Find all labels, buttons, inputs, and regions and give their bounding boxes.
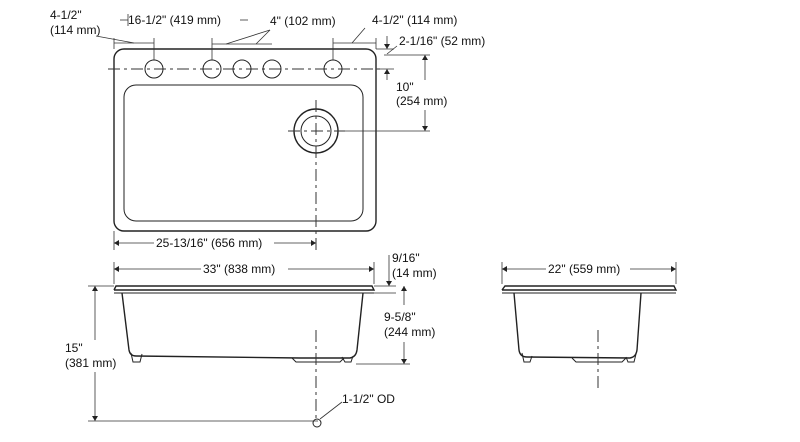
front-bowl — [121, 292, 364, 359]
side-width-label: 22" (559 mm) — [548, 262, 620, 276]
side-rim — [501, 285, 678, 291]
drain-offset-label-2: (254 mm) — [396, 94, 447, 108]
height-label-1: 15" — [65, 341, 83, 355]
front-rim — [113, 285, 376, 291]
bowl-depth-label-1: 9-5/8" — [384, 310, 416, 324]
sink-outline — [113, 48, 377, 232]
height-label-2: (381 mm) — [65, 356, 116, 370]
front-width-label: 33" (838 mm) — [203, 262, 275, 276]
hole-spacing-label: 4" (102 mm) — [270, 14, 336, 28]
side-bowl — [513, 292, 642, 359]
left-offset-label-2: (114 mm) — [50, 23, 100, 37]
faucet-hole-3 — [232, 59, 252, 79]
plan-view: 4-1/2" (114 mm) 16-1/2" (419 mm) 4" (102… — [50, 8, 485, 250]
bowl-outline — [123, 84, 364, 222]
bowl-depth-label-2: (244 mm) — [384, 325, 435, 339]
rim-label-2: (14 mm) — [392, 266, 437, 280]
drain-center-label: 25-13/16" (656 mm) — [156, 236, 262, 250]
drain-offset-label-1: 10" — [396, 80, 414, 94]
hole-span-label: 16-1/2" (419 mm) — [128, 13, 221, 27]
drain-od-marker — [312, 418, 322, 428]
side-view: 22" (559 mm) — [501, 262, 678, 392]
front-view: 33" (838 mm) 9/16" (14 mm) 9-5/8" (244 m… — [65, 251, 437, 428]
faucet-hole-4 — [262, 59, 282, 79]
left-offset-label-1: 4-1/2" — [50, 8, 82, 22]
drain-od-label: 1-1/2" OD — [342, 392, 395, 406]
hole-inset-label: 2-1/16" (52 mm) — [399, 34, 485, 48]
right-offset-label: 4-1/2" (114 mm) — [372, 13, 457, 27]
rim-label-1: 9/16" — [392, 251, 420, 265]
